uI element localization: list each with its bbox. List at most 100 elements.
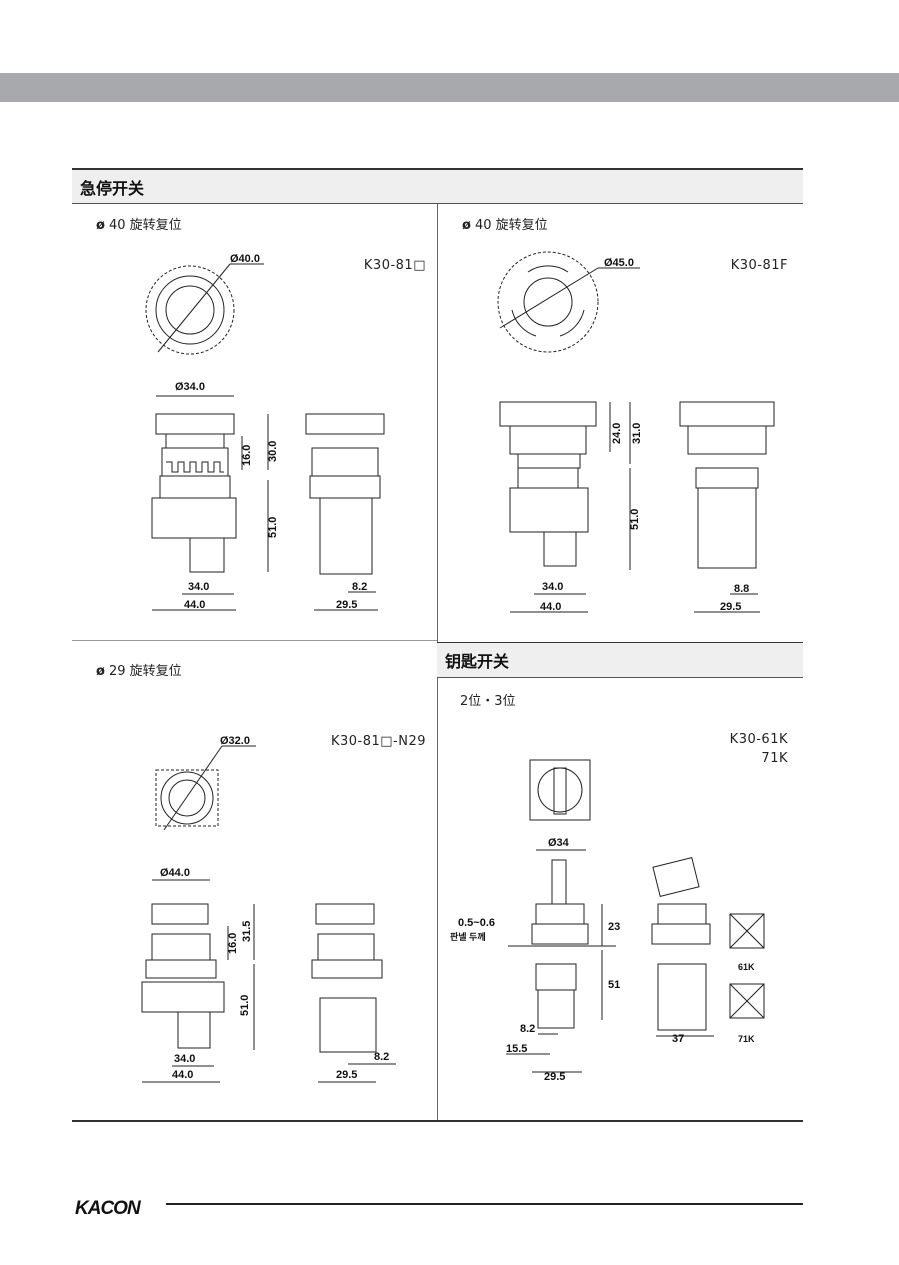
thread-outline (145, 959, 217, 979)
dim-w2: 15.5 (506, 1043, 527, 1055)
dim-h1: 16.0 (227, 933, 239, 954)
diameter-leader (499, 267, 599, 329)
bezel-square-outline (155, 769, 219, 827)
side-ring-outline (651, 923, 711, 945)
side-block-outline (319, 497, 373, 575)
panel4-drawing: Ø34 0.5~0.6 판넬 두께 23 51 8.2 15.5 29.5 37… (450, 759, 765, 1083)
rotation-arrows (511, 265, 585, 337)
crown-ridge (166, 461, 224, 473)
frame-bottom-rule (72, 1120, 803, 1122)
diagram-61k-box (729, 913, 765, 949)
contact-block-outline (177, 1011, 211, 1049)
brand-logo: KACON (75, 1198, 141, 1219)
dim-h3: 51.0 (629, 509, 641, 530)
label-71k: 71K (738, 1034, 755, 1044)
base-outline (141, 981, 225, 1013)
contact-block-outline (189, 537, 225, 573)
key-head (652, 857, 700, 897)
ring-outline (151, 933, 211, 961)
dim-h1: 16.0 (241, 445, 253, 466)
side-cap-outline (679, 401, 775, 427)
header-bar (0, 73, 899, 102)
dim-h2: 30.0 (267, 441, 279, 462)
dim-side-w2: 29.5 (720, 601, 741, 613)
cap-outline (155, 413, 235, 435)
dim-h1: 23 (608, 921, 620, 933)
panel2-model: K30-81F (730, 258, 788, 273)
subtitle-text: 29 旋转复位 (108, 664, 182, 679)
key-top-square (529, 759, 591, 821)
panel1-model: K30-81□ (363, 258, 426, 273)
key-shaft (551, 859, 567, 905)
dim-panel: 0.5~0.6 (458, 917, 495, 929)
base-outline (509, 487, 589, 533)
side-thread-outline (311, 959, 383, 979)
contact-block-outline (543, 531, 577, 567)
dim-side-w2: 29.5 (336, 599, 357, 611)
dim-width: Ø34.0 (175, 381, 205, 393)
section-header-emergency-stop: 急停开关 (72, 170, 803, 204)
knob-inner-outline (155, 275, 225, 345)
side-block-outline (319, 997, 377, 1053)
subtitle-text: 40 旋转复位 (474, 218, 548, 233)
side-block-outline (697, 487, 757, 569)
side-thread-outline (695, 467, 759, 489)
diagram-71k-x2 (729, 983, 765, 1019)
dim-w2: 44.0 (540, 601, 561, 613)
diameter-symbol: ø (462, 218, 471, 233)
dim-side-w1: 8.2 (374, 1051, 389, 1063)
key-slot (553, 767, 567, 815)
side-ring-outline (311, 447, 379, 477)
side-cap-outline (657, 903, 707, 925)
dim-width: Ø34 (548, 837, 570, 849)
panel4-model: K30-61K 71K (680, 730, 788, 768)
diagram-71k-box (729, 983, 765, 1019)
cap-outline (535, 903, 585, 925)
thread-outline (159, 475, 231, 499)
diameter-symbol: ø (96, 664, 105, 679)
dim-w2: 44.0 (172, 1069, 193, 1081)
knob-inner-outline (523, 277, 573, 327)
side-cap-outline (305, 413, 385, 435)
dim-side-w: 37 (672, 1033, 684, 1045)
side-neck-outline (687, 425, 767, 455)
dim-h3: 51.0 (239, 995, 251, 1016)
thread-outline (517, 467, 579, 489)
dim-side-w2: 29.5 (336, 1069, 357, 1081)
subtitle-text: 40 旋转复位 (108, 218, 182, 233)
model-line-1: K30-61K (729, 732, 788, 747)
base-outline (151, 497, 237, 539)
cap-outline (151, 903, 209, 925)
dim-top-dia: Ø40.0 (230, 253, 260, 265)
dim-w3: 29.5 (544, 1071, 565, 1083)
dim-h1: 24.0 (611, 423, 623, 444)
dim-top-dia: Ø32.0 (220, 735, 250, 747)
panel4-subtitle: 2位・3位 (460, 694, 516, 709)
diameter-symbol: ø (96, 218, 105, 233)
knob-outer-outline (145, 265, 235, 355)
knob-core-outline (165, 285, 215, 335)
dim-h2: 51 (608, 979, 620, 991)
side-ring-outline (317, 933, 375, 961)
knob-outer-outline (497, 251, 599, 353)
diagram-61k-x2 (729, 913, 765, 949)
dim-top-dia: Ø45.0 (604, 257, 634, 269)
dim-h2: 31.0 (631, 423, 643, 444)
dim-side-w1: 8.2 (352, 581, 367, 593)
footer-rule (166, 1203, 803, 1205)
neck-outline (509, 425, 587, 455)
ring-outline (531, 923, 589, 945)
side-thread-outline (309, 475, 381, 499)
dim-width: Ø44.0 (160, 867, 190, 879)
row-divider (72, 640, 437, 641)
panel3-drawing: Ø32.0 Ø44.0 16.0 31.5 51.0 34.0 44.0 8.2… (141, 735, 396, 1083)
section-title: 钥匙开关 (445, 652, 510, 671)
panel2-drawing: Ø45.0 24.0 31.0 51.0 34.0 44.0 8.8 29.5 (497, 251, 775, 613)
base-outline (535, 963, 577, 991)
dim-w1: 34.0 (188, 581, 209, 593)
panel1-drawing: Ø40.0 Ø34.0 16.0 30.0 51.0 34.0 44.0 8.2… (145, 253, 385, 611)
panel3-model: K30-81□-N29 (330, 734, 426, 749)
side-block-outline (657, 963, 707, 1031)
